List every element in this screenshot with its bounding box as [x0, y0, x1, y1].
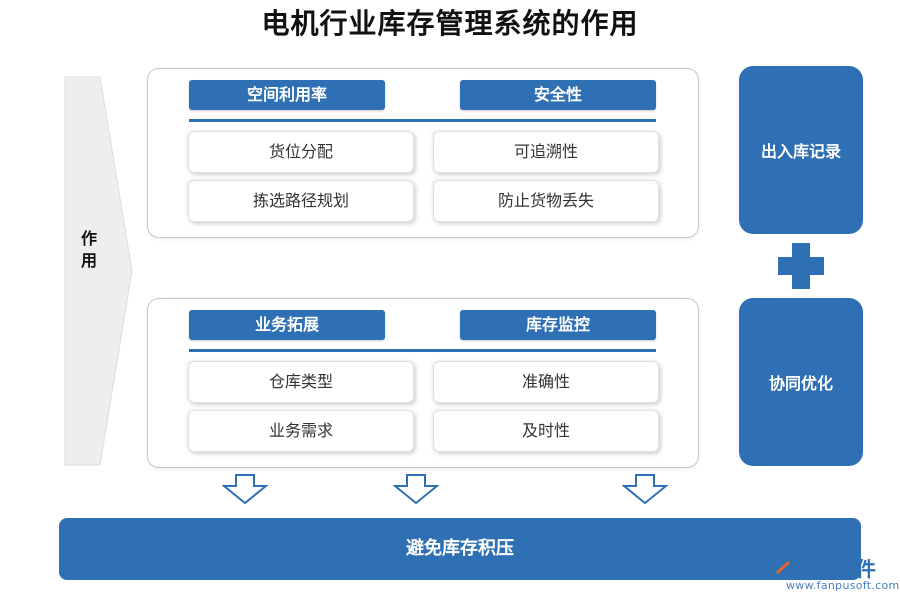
panel-divider	[189, 119, 656, 122]
item-picking-route: 拣选路径规划	[188, 180, 414, 222]
item-location-allocation: 货位分配	[188, 131, 414, 173]
panel-divider	[189, 349, 656, 352]
fanpu-logo-icon	[772, 557, 794, 578]
result-bar: 避免库存积压	[59, 518, 861, 580]
watermark-brand: 泛普软件	[796, 557, 876, 581]
side-box-collaborative-optimization: 协同优化	[739, 298, 863, 466]
bottom-panel: 业务拓展 库存监控 仓库类型 准确性 业务需求 及时性	[147, 298, 699, 468]
watermark-url: www.fanpusoft.com	[786, 579, 900, 592]
down-arrow-icon	[622, 474, 668, 504]
header-inventory-monitoring: 库存监控	[460, 310, 656, 340]
plus-icon	[778, 243, 824, 289]
left-label: 作用	[80, 229, 97, 270]
watermark: 泛普软件	[772, 553, 876, 582]
item-warehouse-type: 仓库类型	[188, 361, 414, 403]
header-safety: 安全性	[460, 80, 656, 110]
header-business-expansion: 业务拓展	[189, 310, 385, 340]
diagram-title: 电机行业库存管理系统的作用	[261, 7, 639, 40]
side-box-inout-records: 出入库记录	[739, 66, 863, 234]
down-arrow-icon	[393, 474, 439, 504]
header-space-utilization: 空间利用率	[189, 80, 385, 110]
item-traceability: 可追溯性	[433, 131, 659, 173]
down-arrow-icon	[222, 474, 268, 504]
item-loss-prevention: 防止货物丢失	[433, 180, 659, 222]
left-arrow-shape	[64, 76, 133, 466]
top-panel: 空间利用率 安全性 货位分配 可追溯性 拣选路径规划 防止货物丢失	[147, 68, 699, 238]
item-business-needs: 业务需求	[188, 410, 414, 452]
item-timeliness: 及时性	[433, 410, 659, 452]
item-accuracy: 准确性	[433, 361, 659, 403]
